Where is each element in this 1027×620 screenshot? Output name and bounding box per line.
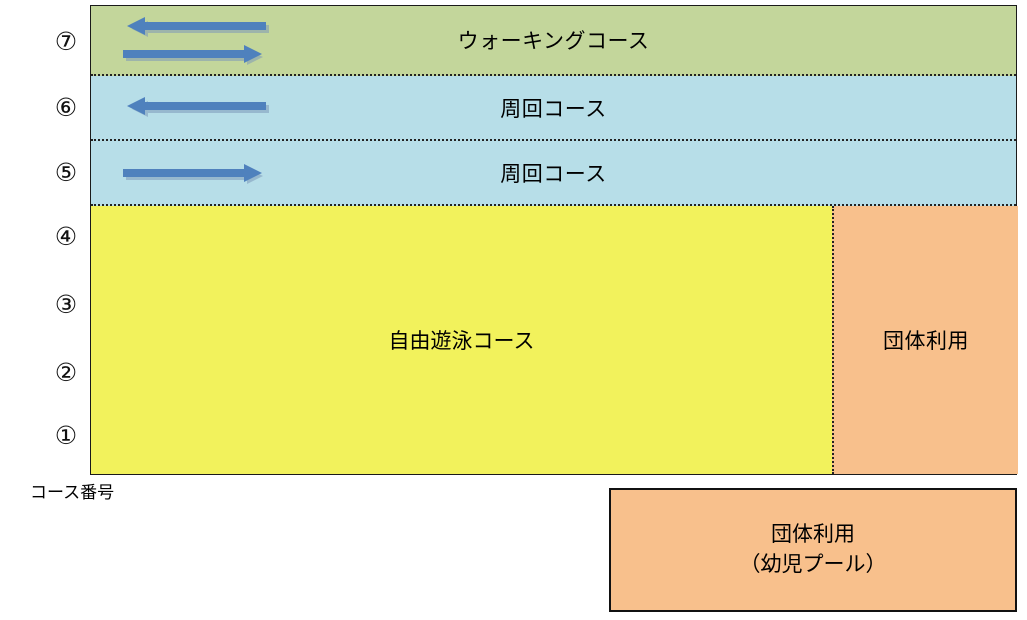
band-free-swim-course: 自由遊泳コース 団体利用 [91,206,1018,474]
kiddie-pool-label-line1: 団体利用 [771,522,855,546]
band-free-swim-course-label: 自由遊泳コース [388,330,535,353]
group-use-area: 団体利用 [832,206,1018,474]
lane-number-4: ④ [54,222,78,251]
lane-number-5: ⑤ [54,158,78,187]
kiddie-pool-label-line2: （幼児プール） [739,553,887,576]
band-lap-course-6: 周回コース [91,76,1016,141]
lane-number-2: ② [54,358,78,387]
band-walking-course: ウォーキングコース [91,6,1016,76]
lane-number-6: ⑥ [54,93,78,122]
group-use-area-label: 団体利用 [883,330,969,353]
pool-rectangle: ウォーキングコース 周回コース [90,5,1018,475]
band-lap-course-5-label: 周回コース [500,162,607,186]
band-walking-course-label: ウォーキングコース [457,30,650,53]
lane-number-caption: コース番号 [30,483,115,502]
band-lap-course-5: 周回コース [91,141,1016,206]
lane-number-3: ③ [54,290,78,319]
band-lap-course-6-label: 周回コース [500,97,607,121]
lane-number-1: ① [54,421,78,450]
kiddie-pool-group-use-box: 団体利用 （幼児プール） [609,488,1017,612]
lane-number-7: ⑦ [54,27,78,56]
